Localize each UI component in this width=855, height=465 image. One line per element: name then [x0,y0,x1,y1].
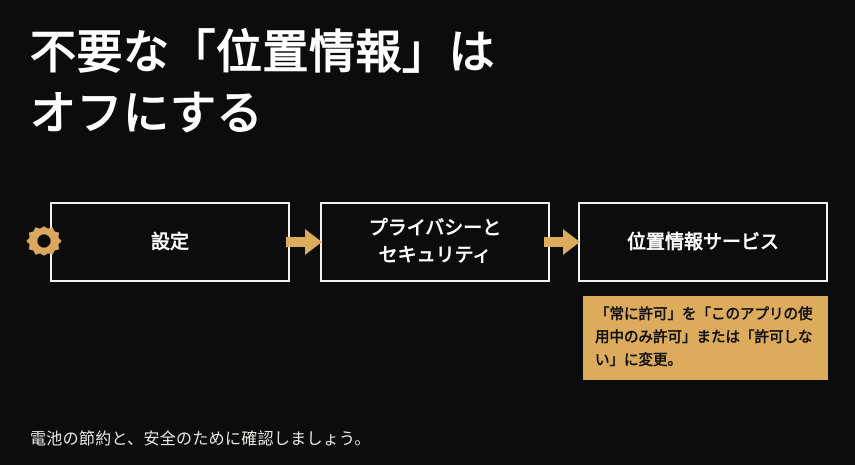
flow-step-location-services[interactable]: 位置情報サービス [578,202,828,282]
gear-icon [24,222,64,262]
callout-note: 「常に許可」を「このアプリの使用中のみ許可」または「許可しない」に変更。 [583,296,828,380]
arrow-right-icon-2 [544,228,580,256]
flow-step-settings[interactable]: 設定 [50,202,290,282]
navigation-flow: 設定 プライバシーと セキュリティ 位置情報サービス [0,202,855,282]
flow-step-privacy-security[interactable]: プライバシーと セキュリティ [320,202,550,282]
page-title: 不要な「位置情報」は オフにする [30,25,495,140]
arrow-right-icon-1 [286,228,322,256]
footer-caption: 電池の節約と、安全のために確認しましょう。 [30,429,371,448]
